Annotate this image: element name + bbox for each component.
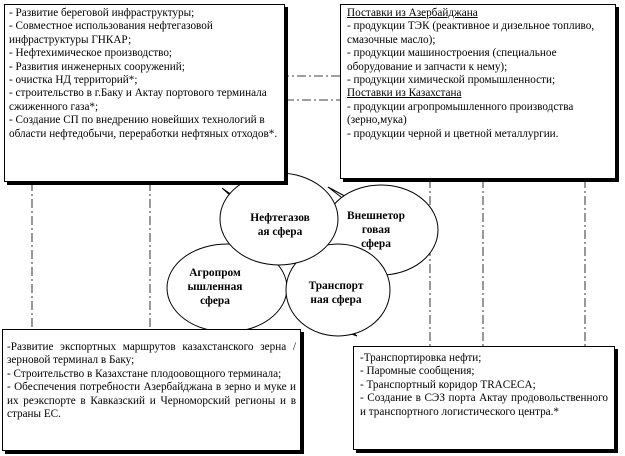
list-item: - Развития инженерных сооружений; bbox=[9, 60, 185, 73]
list-item: - Паромные сообщения; bbox=[360, 365, 475, 378]
list-item: - Развитие береговой инфраструктуры; bbox=[9, 7, 195, 19]
list-item: - продукции агропромышленного производст… bbox=[347, 100, 574, 127]
list-item: - строительство в г.Баку и Актау портово… bbox=[9, 87, 267, 113]
list-item: - Нефтехимическое производство; bbox=[9, 47, 173, 60]
list-item: - Совместное использования нефтегазовой … bbox=[9, 20, 213, 46]
list-item: - Обеспечения потребности Азербайджана в… bbox=[7, 381, 296, 421]
transport-projects-box: -Транспортировка нефти; - Паромные сообщ… bbox=[353, 346, 615, 450]
list-item: - продукции ТЭК (реактивное и дизельное … bbox=[347, 20, 595, 46]
list-item: - очистка НД территорий*; bbox=[9, 74, 138, 87]
transport-sphere-bubble bbox=[285, 243, 391, 337]
list-item: - Создание СП по внедрению новейших техн… bbox=[9, 114, 278, 140]
list-item: - продукции черной и цветной металлургии… bbox=[347, 127, 559, 140]
list-item: - Строительство в Казахстане плодоовощно… bbox=[7, 367, 282, 380]
trade-supplies-box: Поставки из Азербайджана - продукции ТЭК… bbox=[340, 4, 616, 179]
list-item: - Создание в СЭЗ порта Актау продовольст… bbox=[360, 392, 608, 418]
transport-sphere-label: Транспорт ная сфера bbox=[308, 280, 364, 306]
list-item: - продукции химической промышленности; bbox=[347, 74, 556, 87]
list-item: - продукции машиностроения (специальное … bbox=[347, 47, 557, 73]
agro-sphere-label: Агропром ышленная сфера bbox=[187, 267, 243, 307]
list-item: - Транспортный коридор TRACECA; bbox=[360, 378, 536, 391]
azerbaijan-supplies-heading: Поставки из Азербайджана bbox=[347, 7, 478, 19]
list-item: -Развитие экспортных маршрутов казахстан… bbox=[7, 341, 296, 367]
kazakhstan-supplies-heading: Поставки из Казахстана bbox=[347, 87, 462, 100]
list-item: -Транспортировка нефти; bbox=[360, 352, 482, 364]
agro-projects-box: -Развитие экспортных маршрутов казахстан… bbox=[2, 329, 301, 451]
oil-gas-projects-box: - Развитие береговой инфраструктуры; - С… bbox=[4, 4, 285, 182]
oil-gas-sphere-label: Нефтегазов ая сфера bbox=[250, 212, 310, 238]
trade-sphere-label: Внешнетор говая сфера bbox=[347, 210, 405, 250]
